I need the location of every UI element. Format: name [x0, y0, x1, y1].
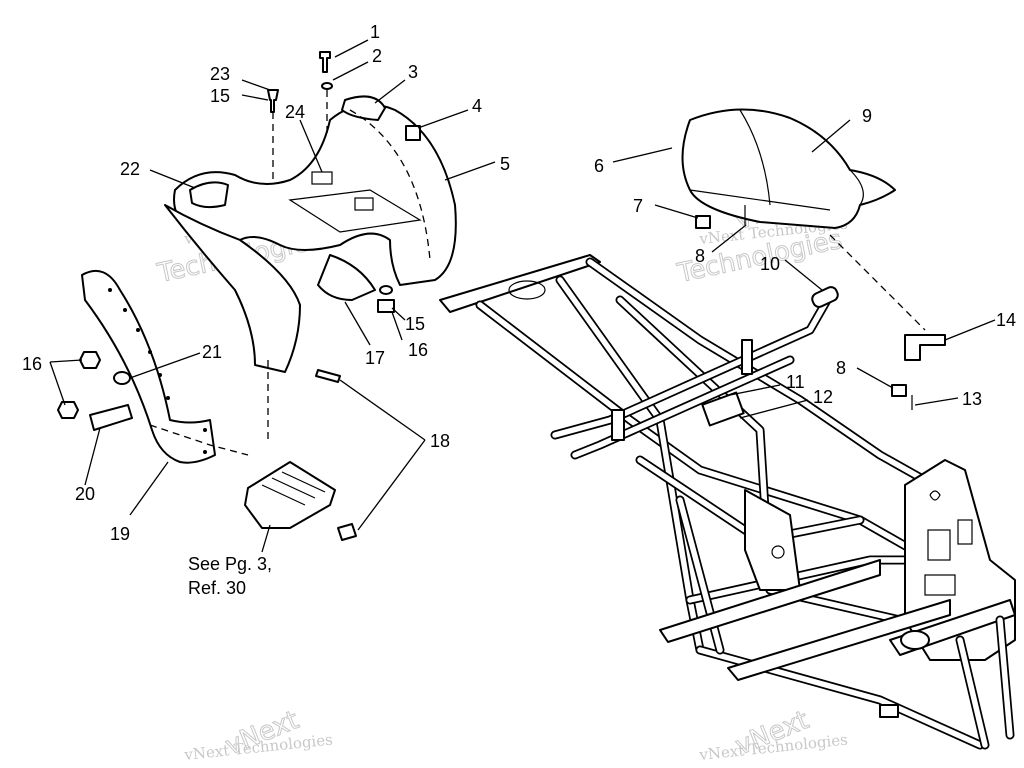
callout-8-lower: 8	[836, 358, 846, 378]
callout-20: 20	[75, 484, 95, 504]
reference-note: See Pg. 3, Ref. 30	[188, 554, 272, 598]
note-line-2: Ref. 30	[188, 578, 246, 598]
callout-10: 10	[760, 254, 780, 274]
callout-labels: 1 2 3 4 5 6 7 8 8 9 10 11 12 13 14 15 15…	[22, 22, 1016, 544]
callout-5: 5	[500, 154, 510, 174]
fender-flap	[317, 254, 376, 301]
callout-1: 1	[370, 22, 380, 42]
callout-11: 11	[786, 372, 805, 392]
leader-lines	[49, 39, 996, 553]
rear-fender	[164, 95, 457, 373]
callout-22: 22	[120, 159, 140, 179]
callout-15-top: 15	[210, 86, 230, 106]
callout-21: 21	[202, 342, 222, 362]
frame-top-bar	[439, 254, 601, 313]
callout-12: 12	[813, 387, 833, 407]
callout-19: 19	[110, 524, 130, 544]
callout-16-left: 16	[22, 354, 42, 374]
frame	[439, 254, 1016, 750]
callout-16: 16	[408, 340, 428, 360]
footrest	[244, 461, 336, 529]
callout-9: 9	[862, 106, 872, 126]
frame-spring-mount	[701, 391, 745, 427]
callout-15: 15	[405, 314, 425, 334]
callout-2: 2	[372, 46, 382, 66]
note-line-1: See Pg. 3,	[188, 554, 272, 574]
callout-7: 7	[633, 196, 643, 216]
side-panel	[81, 270, 216, 464]
seat	[681, 108, 896, 229]
callout-17: 17	[365, 348, 385, 368]
callout-14: 14	[996, 310, 1016, 330]
callout-23: 23	[210, 64, 230, 84]
callout-3: 3	[408, 62, 418, 82]
callout-6: 6	[594, 156, 604, 176]
callout-13: 13	[962, 389, 982, 409]
hardware	[57, 51, 946, 541]
callout-24: 24	[285, 102, 305, 122]
callout-18: 18	[430, 431, 450, 451]
callout-8: 8	[695, 246, 705, 266]
callout-4: 4	[472, 96, 482, 116]
